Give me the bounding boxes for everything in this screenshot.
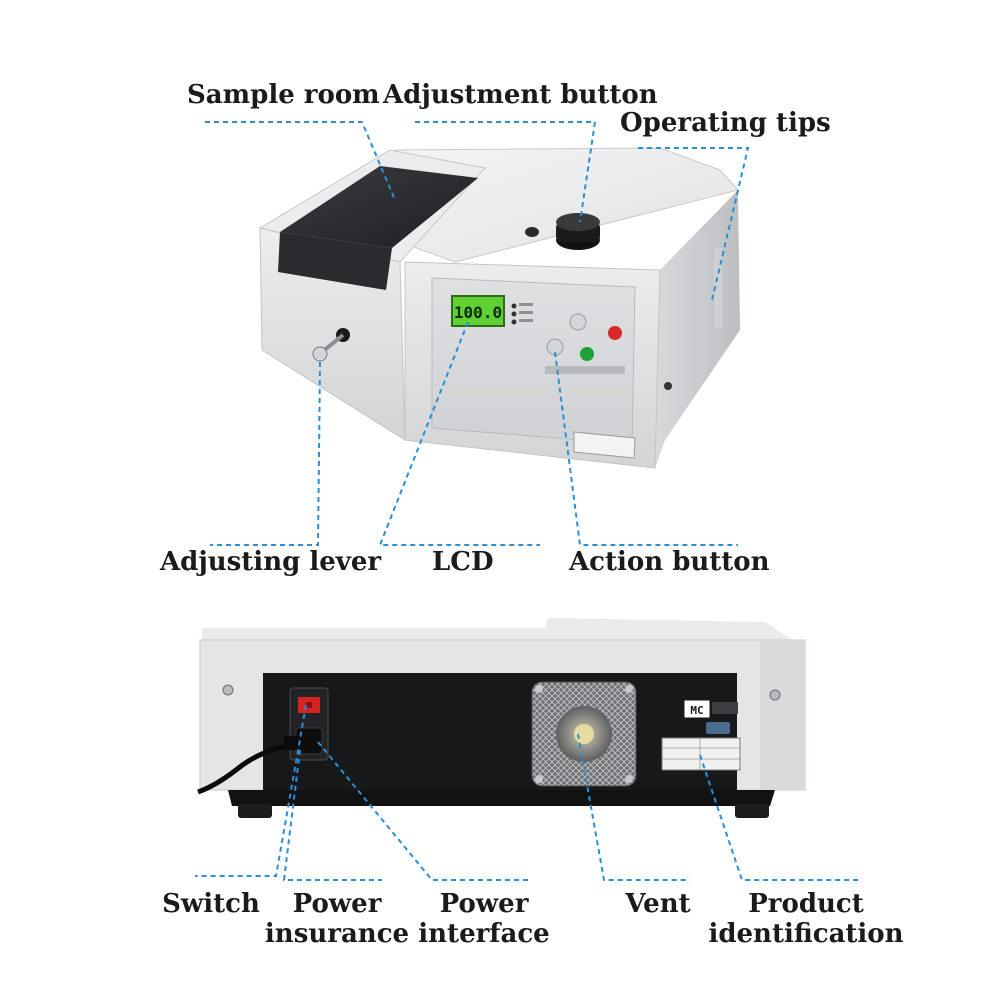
leader-lines [195, 121, 858, 881]
sample-room-lid-front [278, 232, 392, 290]
screw [222, 684, 234, 696]
panel-button [569, 313, 587, 331]
label-power-insurance-line2: insurance [264, 919, 410, 949]
serial-port [706, 722, 730, 734]
screw [769, 689, 781, 701]
label-lcd: LCD [432, 547, 494, 577]
label-sample-room: Sample room [187, 80, 380, 110]
adjusting-lever-knob [312, 346, 328, 362]
leader-sample-room [205, 121, 396, 201]
mode-led [511, 319, 517, 325]
id-plate [661, 737, 741, 771]
lcd-screen [451, 295, 505, 327]
screw [625, 775, 633, 783]
leader-power-insurance [282, 749, 382, 881]
foot [735, 804, 769, 818]
indicator-green-light [580, 347, 594, 361]
knob-hole [525, 227, 539, 237]
screw [535, 685, 543, 693]
sample-room-lid [280, 166, 478, 248]
model-plate [573, 431, 636, 459]
rear-housing-top [202, 618, 800, 645]
foot [238, 804, 272, 818]
label-adjustment-button: Adjustment button [383, 80, 658, 110]
lcd-reading: 100.0 [454, 303, 502, 322]
screw [625, 685, 633, 693]
label-product-identification-line2: identification [708, 919, 904, 949]
housing-side [655, 190, 740, 468]
rear-panel [263, 673, 737, 791]
mc-badge [683, 699, 711, 719]
leader-product-identification [699, 754, 858, 881]
power-cord [197, 741, 297, 795]
mode-led [511, 303, 517, 309]
leader-switch [195, 704, 307, 877]
label-operating-tips: Operating tips [620, 108, 831, 138]
leader-lcd [378, 321, 540, 546]
leader-adjusting-lever [210, 361, 321, 546]
screw [535, 775, 543, 783]
indicator-red-light [608, 326, 622, 340]
side-label [714, 248, 722, 328]
mode-led [511, 311, 517, 317]
label-product-identification-line1: Product [748, 889, 864, 919]
leader-power-interface [317, 741, 530, 881]
label-adjusting-lever: Adjusting lever [160, 547, 382, 577]
leader-adjustment-button [415, 121, 597, 223]
leader-vent [577, 733, 690, 881]
label-vent: Vent [625, 889, 691, 919]
rear-base [228, 790, 775, 806]
label-power-interface-line2: interface [418, 919, 550, 949]
label-switch: Switch [162, 889, 260, 919]
rear-housing-right [760, 640, 805, 790]
label-power-insurance-line1: Power [292, 889, 382, 919]
leader-action-button [554, 351, 738, 546]
leader-operating-tips [638, 147, 750, 301]
label-action-button: Action button [569, 547, 770, 577]
label-power-interface-line1: Power [439, 889, 529, 919]
mc-badge-text: MC [690, 704, 703, 717]
